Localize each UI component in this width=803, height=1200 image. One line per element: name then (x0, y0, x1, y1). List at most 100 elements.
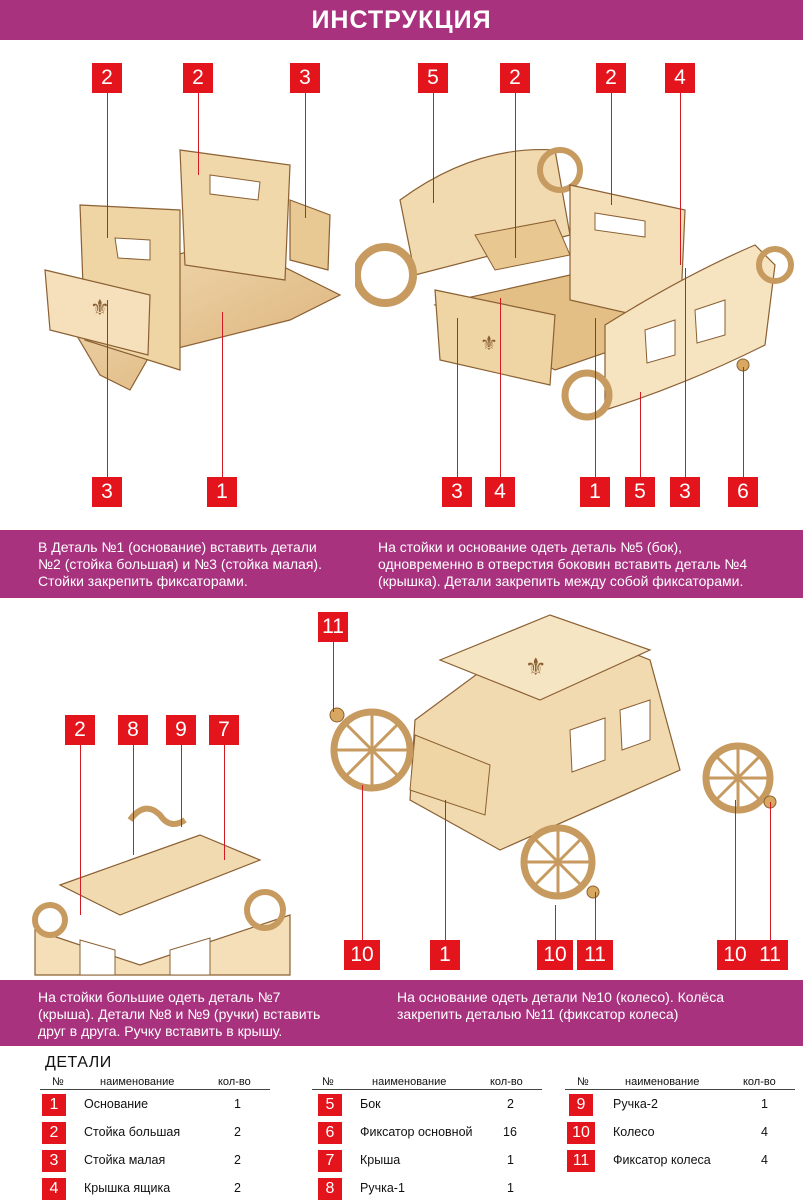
part-number: 4 (42, 1178, 66, 1200)
leader-line (680, 93, 681, 265)
leader-line (445, 800, 446, 940)
details-title: ДЕТАЛИ (45, 1054, 112, 1071)
callout-step1-top-2: 2 (183, 63, 213, 93)
callout-step4-bottom-1: 10 (344, 940, 380, 970)
part-number: 8 (318, 1178, 342, 1200)
callout-step2-top-2: 2 (500, 63, 530, 93)
parts-table-header: № наименование кол-во (40, 1075, 270, 1090)
callout-step2-bottom-3: 1 (580, 477, 610, 507)
leader-line (133, 745, 134, 855)
leader-line (80, 745, 81, 915)
table-row: 5 Бок 2 (312, 1090, 542, 1118)
part-qty: 1 (507, 1181, 514, 1195)
part-name: Крышка ящика (84, 1181, 171, 1195)
part-qty: 2 (234, 1153, 241, 1167)
part-number: 5 (318, 1094, 342, 1116)
svg-text:⚜: ⚜ (480, 331, 498, 355)
part-qty: 16 (503, 1125, 517, 1139)
parts-table-1: № наименование кол-во 1 Основание 1 2 Ст… (40, 1075, 270, 1200)
part-qty: 1 (761, 1097, 768, 1111)
table-row: 6 Фиксатор основной 16 (312, 1118, 542, 1146)
part-name: Стойка большая (84, 1125, 181, 1139)
table-row: 3 Стойка малая 2 (40, 1146, 270, 1174)
leader-line (595, 318, 596, 477)
callout-step1-bottom-1: 3 (92, 477, 122, 507)
instruction-band-1: В Деталь №1 (основание) вставить детали … (0, 530, 803, 598)
callout-step1-top-1: 2 (92, 63, 122, 93)
callout-step4-bottom-2: 1 (430, 940, 460, 970)
leader-line (685, 268, 686, 477)
part-name: Основание (84, 1097, 149, 1111)
instruction-band-2: На стойки большие одеть деталь №7 (крыша… (0, 980, 803, 1046)
callout-step2-bottom-4: 5 (625, 477, 655, 507)
leader-line (181, 745, 182, 827)
parts-table-header: № наименование кол-во (565, 1075, 795, 1090)
callout-step2-top-4: 4 (665, 63, 695, 93)
col-qty: кол-во (218, 1076, 251, 1088)
table-row: 11 Фиксатор колеса 4 (565, 1146, 795, 1174)
step3-text: На стойки большие одеть деталь №7 (крыша… (38, 989, 321, 1039)
callout-step4-bottom-5: 10 (717, 940, 753, 970)
part-name: Ручка-1 (360, 1181, 405, 1195)
callout-step3-top-3: 9 (166, 715, 196, 745)
callout-step4-bottom-3: 10 (537, 940, 573, 970)
leader-line (333, 642, 334, 712)
callout-step4-bottom-4: 11 (577, 940, 613, 970)
part-qty: 2 (507, 1097, 514, 1111)
part-number: 11 (567, 1150, 595, 1172)
table-row: 4 Крышка ящика 2 (40, 1174, 270, 1200)
part-name: Ручка-2 (613, 1097, 658, 1111)
step1-illustration: ⚜ (30, 120, 350, 420)
page-title: ИНСТРУКЦИЯ (0, 0, 803, 40)
leader-line (224, 745, 225, 860)
part-name: Колесо (613, 1125, 655, 1139)
part-number: 1 (42, 1094, 66, 1116)
callout-step3-top-1: 2 (65, 715, 95, 745)
part-number: 9 (569, 1094, 593, 1116)
callout-step1-top-3: 3 (290, 63, 320, 93)
step4-illustration: ⚜ (320, 600, 790, 930)
table-row: 8 Ручка-1 1 (312, 1174, 542, 1200)
part-qty: 4 (761, 1125, 768, 1139)
leader-line (611, 93, 612, 205)
step4-text: На основание одеть детали №10 (колесо). … (397, 989, 724, 1022)
col-qty: кол-во (490, 1076, 523, 1088)
part-number: 3 (42, 1150, 66, 1172)
leader-line (595, 892, 596, 940)
svg-text:⚜: ⚜ (525, 653, 547, 681)
parts-table-3: № наименование кол-во 9 Ручка-2 1 10 Кол… (565, 1075, 795, 1174)
callout-step3-top-2: 8 (118, 715, 148, 745)
part-qty: 4 (761, 1153, 768, 1167)
callout-step4-bottom-6: 11 (752, 940, 788, 970)
leader-line (198, 93, 199, 175)
table-row: 10 Колесо 4 (565, 1118, 795, 1146)
parts-table-header: № наименование кол-во (312, 1075, 542, 1090)
col-num: № (322, 1076, 334, 1088)
part-name: Фиксатор колеса (613, 1153, 711, 1167)
callout-step2-top-1: 5 (418, 63, 448, 93)
leader-line (500, 298, 501, 477)
callout-step1-bottom-2: 1 (207, 477, 237, 507)
leader-line (555, 905, 556, 940)
leader-line (770, 802, 771, 940)
callout-step2-top-3: 2 (596, 63, 626, 93)
part-name: Фиксатор основной (360, 1125, 473, 1139)
part-number: 10 (567, 1122, 595, 1144)
table-row: 1 Основание 1 (40, 1090, 270, 1118)
parts-table-2: № наименование кол-во 5 Бок 2 6 Фиксатор… (312, 1075, 542, 1200)
leader-line (305, 93, 306, 218)
step2-text: На стойки и основание одеть деталь №5 (б… (378, 539, 748, 589)
col-qty: кол-во (743, 1076, 776, 1088)
col-name: наименование (625, 1076, 700, 1088)
leader-line (362, 785, 363, 940)
callout-step2-bottom-5: 3 (670, 477, 700, 507)
leader-line (743, 367, 744, 477)
table-row: 7 Крыша 1 (312, 1146, 542, 1174)
part-qty: 2 (234, 1125, 241, 1139)
part-name: Крыша (360, 1153, 401, 1167)
table-row: 2 Стойка большая 2 (40, 1118, 270, 1146)
col-name: наименование (372, 1076, 447, 1088)
part-number: 2 (42, 1122, 66, 1144)
col-num: № (577, 1076, 589, 1088)
leader-line (107, 93, 108, 238)
